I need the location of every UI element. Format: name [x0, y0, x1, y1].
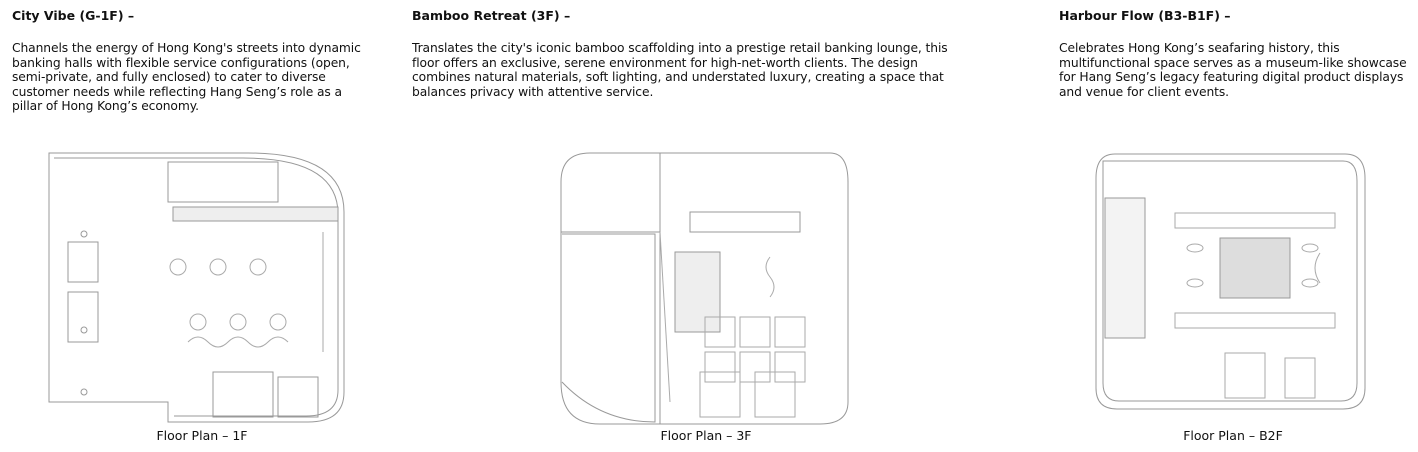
section-title: Harbour Flow (B3-B1F) – — [1059, 8, 1231, 23]
floor-plan-b2f-image — [1095, 153, 1367, 411]
floor-plan-1f-image — [48, 152, 346, 424]
section-harbour-flow: Harbour Flow (B3-B1F) – Celebrates Hong … — [1059, 8, 1409, 99]
section-title: Bamboo Retreat (3F) – — [412, 8, 571, 23]
section-bamboo-retreat: Bamboo Retreat (3F) – Translates the cit… — [412, 8, 967, 99]
floor-plan-3f-image — [560, 152, 850, 426]
section-title: City Vibe (G-1F) – — [12, 8, 135, 23]
floor-plan-caption: Floor Plan – 3F — [660, 428, 752, 443]
section-description: Translates the city's iconic bamboo scaf… — [412, 41, 948, 99]
floor-plan-caption: Floor Plan – 1F — [156, 428, 248, 443]
floor-plan-caption: Floor Plan – B2F — [1183, 428, 1283, 443]
section-description: Channels the energy of Hong Kong's stree… — [12, 41, 361, 114]
section-city-vibe: City Vibe (G-1F) – Channels the energy o… — [12, 8, 372, 114]
section-description: Celebrates Hong Kong’s seafaring history… — [1059, 41, 1407, 99]
